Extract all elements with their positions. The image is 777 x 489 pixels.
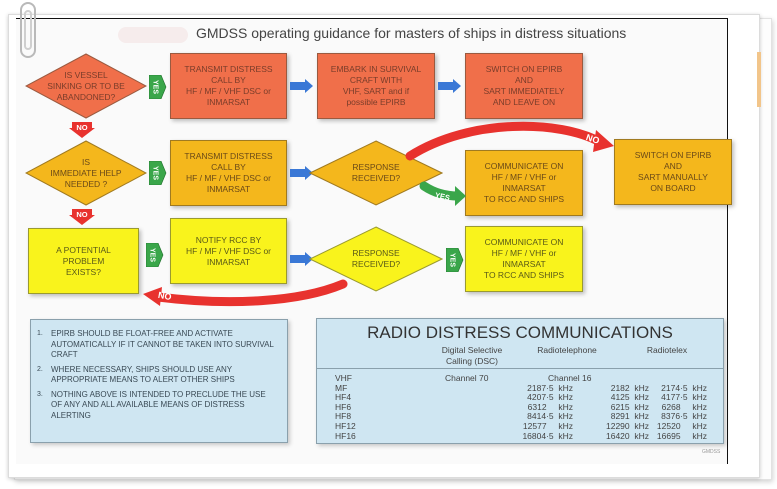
notes-panel: 1. EPIRB SHOULD BE FLOAT-FREE AND ACTIVA… [30,319,288,443]
yes-arrow-icon [145,242,164,268]
note-item: 3. NOTHING ABOVE IS INTENDED TO PRECLUDE… [37,390,279,422]
decision-response-received-row2: RESPONSE RECEIVED? [309,140,443,206]
step-switch-on-epirb-sart: SWITCH ON EPIRB AND SART IMMEDIATELY AND… [465,53,583,119]
yes-arrow-row1: YES [148,74,167,100]
cell-dsc: Channel 70 [445,373,489,383]
arrow-right-icon [290,166,313,180]
title-decoration [118,27,188,43]
diamond-shape [25,53,147,119]
note-number: 2. [37,365,43,373]
header-radiotelephone: Radiotelephone [537,345,597,355]
step-transmit-distress-row1: TRANSMIT DISTRESS CALL BY HF / MF / VHF … [170,53,287,119]
step-communicate-row3: COMMUNICATE ON HF / MF / VHF or INMARSAT… [465,226,583,292]
cell-band: HF8 [335,411,352,422]
table-separator [317,368,723,369]
cell-telex: 4177·5 kHz [661,392,707,403]
cell-dsc: 4207·5 kHz [527,392,573,403]
decision-immediate-help: IS IMMEDIATE HELP NEEDED ? [25,140,147,206]
cell-rt: 16420 kHz [606,430,649,441]
cell-telex: 2174·5 kHz [661,382,707,393]
no-label: NO [76,210,88,219]
cell-dsc: 8414·5 kHz [527,411,573,422]
cell-dsc: 2187·5 kHz [527,382,573,393]
no-label: NO [76,123,88,132]
diamond-shape [309,226,443,292]
cell-rt: 8291 kHz [610,411,649,422]
no-arrow-icon [69,209,95,225]
cell-band: HF6 [335,401,352,412]
decision-text: IS IMMEDIATE HELP NEEDED ? [50,156,122,189]
yes-label: YES [151,79,159,94]
decision-text: RESPONSE RECEIVED? [351,248,401,269]
cell-dsc: 12577 kHz [522,421,573,431]
note-text: WHERE NECESSARY, SHIPS SHOULD USE ANY AP… [51,364,235,385]
radio-distress-table: RADIO DISTRESS COMMUNICATIONS Digital Se… [316,318,724,444]
header-radiotelex: Radiotelex [646,345,688,355]
arrow-right-icon [290,252,313,266]
yes-arrow-row3: YES [145,242,164,268]
cell-band: HF16 [335,430,356,441]
cell-rt: 12290 kHz [606,421,649,431]
no-label-row3-response: NO [157,289,173,303]
cell-telex: 6268 kHz [661,401,707,412]
cell-band: VHF [335,373,352,383]
yes-label: YES [151,165,159,180]
decision-response-received-row3: RESPONSE RECEIVED? [309,226,443,292]
credit-text: GMDSS [702,449,721,455]
paperclip-icon [20,2,36,58]
cell-rt: 4125 kHz [610,392,649,403]
step-embark-survival-craft: EMBARK IN SURVIVAL CRAFT WITH VHF, SART … [317,53,435,119]
cell-rt: 6215 kHz [610,401,649,412]
yes-label: YES [148,247,156,262]
step-communicate-row2: COMMUNICATE ON HF / MF / VHF or INMARSAT… [465,150,583,216]
no-arrow-row1: NO [69,122,95,138]
radio-table-title: RADIO DISTRESS COMMUNICATIONS [367,323,673,342]
yes-arrow-icon [148,160,167,186]
table-row: HF8 8414·5 kHz 8291 kHz 8376·5 kHz [317,412,723,421]
no-arrow-row2: NO [69,209,95,225]
note-item: 2. WHERE NECESSARY, SHIPS SHOULD USE ANY… [37,365,279,386]
yes-arrow-icon [148,74,167,100]
page-title: GMDSS operating guidance for masters of … [196,25,627,41]
table-row: MF 2187·5 kHz 2182 kHz 2174·5 kHz [317,382,723,393]
arrow-right-icon [438,79,461,93]
diamond-shape [25,140,147,206]
cell-dsc: 6312 kHz [527,401,573,412]
decision-text: RESPONSE RECEIVED? [351,162,401,183]
note-number: 1. [37,330,43,337]
note-number: 3. [37,390,43,398]
cell-band: MF [335,382,348,393]
cell-band: HF4 [335,392,352,403]
header-dsc: Digital Selective Calling (DSC) [441,345,503,366]
table-row: HF6 6312 kHz 6215 kHz 6268 kHz [317,401,723,412]
no-arrow-icon [69,122,95,138]
yes-arrow-row3-response: YES [445,247,464,273]
cell-telex: 12520 kHz [656,421,707,431]
cell-band: HF12 [335,421,356,431]
step-transmit-distress-row2: TRANSMIT DISTRESS CALL BY HF / MF / VHF … [170,140,287,206]
note-item: 1. EPIRB SHOULD BE FLOAT-FREE AND ACTIVA… [37,329,279,361]
table-row: HF12 12577 kHz 12290 kHz 12520 kHz [317,422,723,431]
step-switch-on-epirb-manually: SWITCH ON EPIRB AND SART MANUALLY ON BOA… [614,139,732,205]
step-notify-rcc: NOTIFY RCC BY HF / MF / VHF DSC or INMAR… [170,218,287,284]
table-row: HF4 4207·5 kHz 4125 kHz 4177·5 kHz [317,393,723,402]
decision-vessel-sinking: IS VESSEL SINKING OR TO BE ABANDONED? [25,53,147,119]
cell-telex: 8376·5 kHz [661,411,707,422]
table-row: VHF Channel 70 Channel 16 [317,374,723,383]
page-tab-marker [757,52,761,107]
note-text: NOTHING ABOVE IS INTENDED TO PRECLUDE TH… [51,389,266,420]
yes-label: YES [448,252,456,267]
arrow-right-icon [290,79,313,93]
cell-dsc: 16804·5 kHz [522,430,573,441]
yes-arrow-icon [445,247,464,273]
cell-rt: 2182 kHz [610,382,649,393]
cell-telex: 16695 kHz [656,430,707,441]
yes-arrow-row2: YES [148,160,167,186]
cell-rt: Channel 16 [548,373,592,383]
table-row: HF16 16804·5 kHz 16420 kHz 16695 kHz [317,430,723,441]
decision-potential-problem: A POTENTIAL PROBLEM EXISTS? [28,228,139,294]
note-text: EPIRB SHOULD BE FLOAT-FREE AND ACTIVATE … [51,329,274,359]
decision-text: IS VESSEL SINKING OR TO BE ABANDONED? [47,69,125,102]
